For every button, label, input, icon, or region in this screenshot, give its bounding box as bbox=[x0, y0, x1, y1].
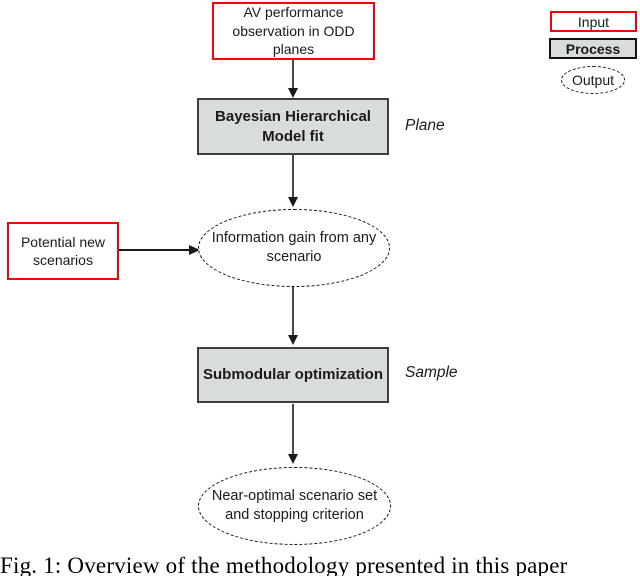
arrowhead-submodular-to-nearoptimal bbox=[288, 454, 298, 464]
legend-output-swatch: Output bbox=[561, 66, 625, 94]
sample-side-label: Sample bbox=[405, 364, 458, 381]
output-node-information-gain: Information gain from any scenario bbox=[198, 209, 390, 287]
arrowhead-bhm-to-infogain bbox=[288, 197, 298, 207]
output-node-near-optimal-scenario-set: Near-optimal scenario set and stopping c… bbox=[198, 467, 391, 545]
legend-input-swatch: Input bbox=[550, 11, 637, 32]
plane-side-label: Plane bbox=[405, 117, 445, 134]
arrowhead-av-to-bhm bbox=[288, 88, 298, 98]
figure-caption: Fig. 1: Overview of the methodology pres… bbox=[0, 553, 568, 576]
arrowhead-infogain-to-submodular bbox=[288, 335, 298, 345]
process-node-bayesian-hierarchical-model-fit: Bayesian Hierarchical Model fit bbox=[197, 98, 389, 155]
input-node-potential-new-scenarios: Potential new scenarios bbox=[7, 222, 119, 280]
legend-process-swatch: Process bbox=[549, 38, 637, 59]
process-node-submodular-optimization: Submodular optimization bbox=[197, 347, 389, 403]
input-node-av-performance: AV performance observation in ODD planes bbox=[212, 2, 375, 60]
